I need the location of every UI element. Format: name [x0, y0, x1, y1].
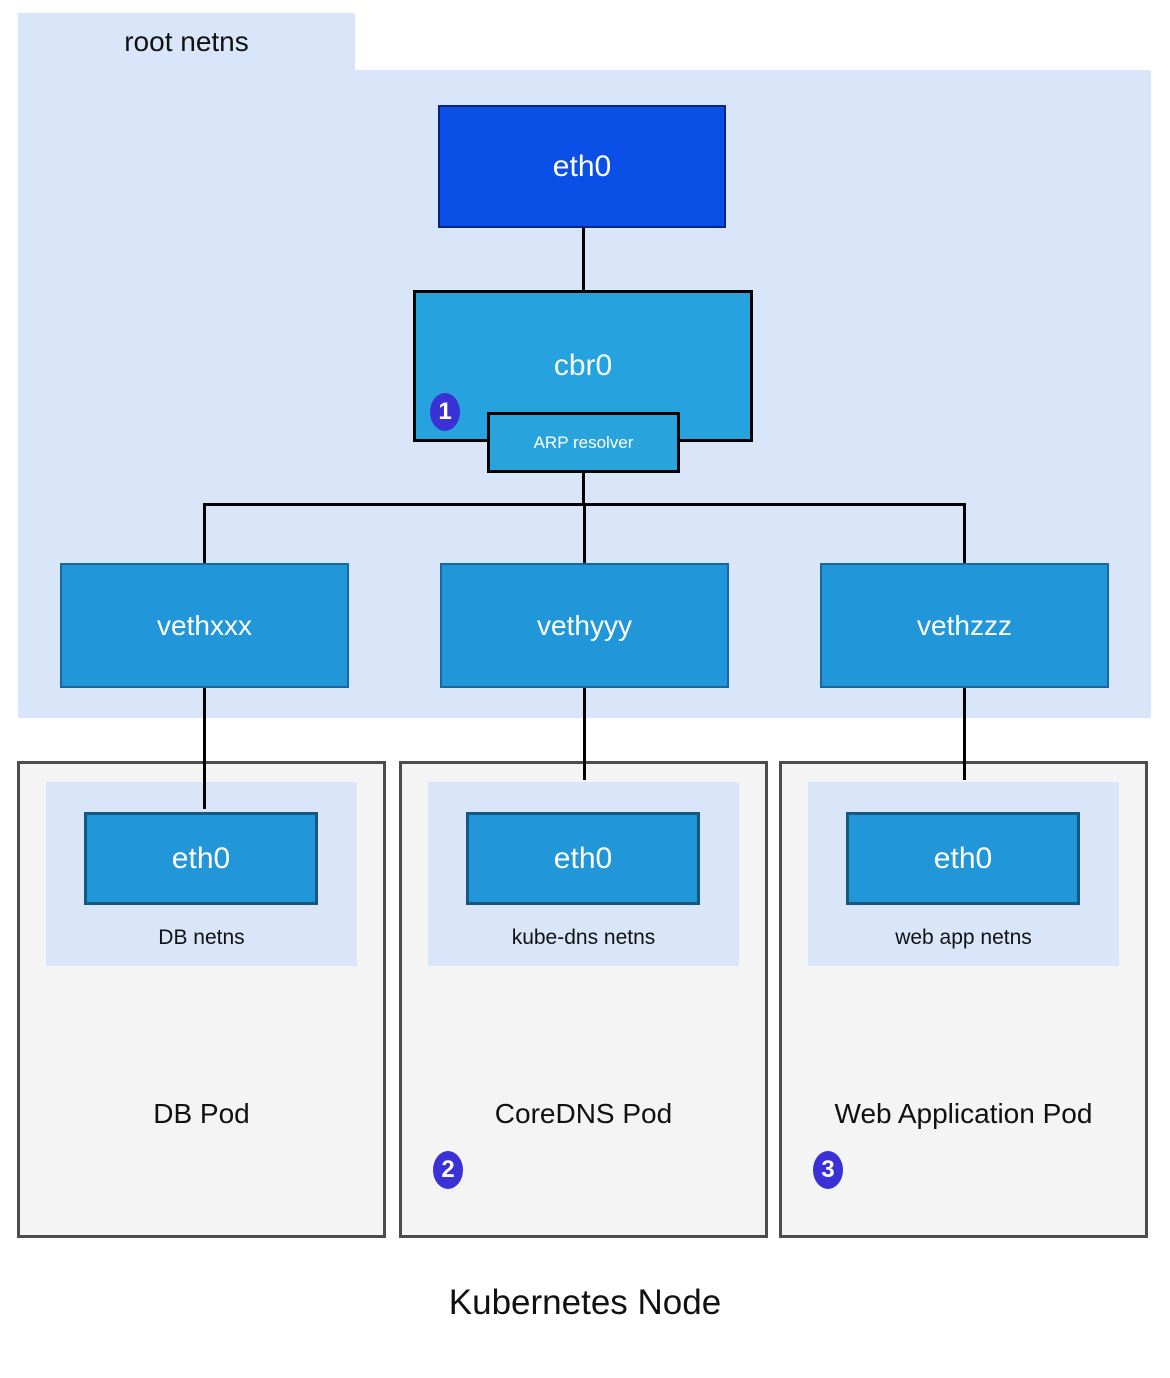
vethxxx-label: vethxxx — [157, 609, 252, 641]
root-eth0-label: eth0 — [552, 149, 612, 183]
pod-db-netns-label: DB netns — [158, 926, 245, 949]
veth-box-vethxxx: vethxxx — [60, 563, 349, 688]
diagram-title: Kubernetes Node — [448, 1283, 722, 1322]
root-netns-tab: root netns — [18, 13, 355, 70]
pod-webapp-netns-panel: eth0 web app netns — [808, 782, 1119, 966]
connector-vethxxx-to-db-pod — [203, 688, 206, 809]
step-badge-1: 1 — [430, 393, 460, 431]
pod-coredns-eth0-label: eth0 — [553, 841, 613, 875]
step-badge-1-number: 1 — [438, 398, 452, 425]
connector-bus-to-vethzzz — [963, 505, 966, 563]
connector-bus-to-vethxxx — [203, 505, 206, 563]
pod-db-eth0-label: eth0 — [171, 841, 231, 875]
pod-webapp-netns-label: web app netns — [895, 926, 1032, 949]
pod-coredns-eth0-box: eth0 — [466, 812, 700, 905]
pod-webapp-name: Web Application Pod — [834, 1098, 1093, 1129]
pod-coredns: eth0 kube-dns netns CoreDNS Pod 2 — [399, 761, 768, 1238]
pod-db-netns-panel: eth0 DB netns — [46, 782, 357, 966]
veth-box-vethyyy: vethyyy — [440, 563, 729, 688]
arp-resolver-label: ARP resolver — [533, 432, 634, 452]
step-badge-3-number: 3 — [821, 1156, 835, 1183]
pod-coredns-name: CoreDNS Pod — [494, 1098, 673, 1129]
arp-resolver-box: ARP resolver — [487, 412, 680, 473]
connector-arp-down — [582, 473, 585, 505]
veth-box-vethzzz: vethzzz — [820, 563, 1109, 688]
vethyyy-label: vethyyy — [537, 609, 632, 641]
step-badge-2: 2 — [433, 1151, 463, 1189]
step-badge-3: 3 — [813, 1151, 843, 1189]
pod-db: eth0 DB netns DB Pod — [17, 761, 386, 1238]
connector-bus-to-vethyyy — [583, 505, 586, 563]
bridge-cbr0-label: cbr0 — [553, 349, 613, 382]
connector-vethzzz-to-webapp-pod — [963, 688, 966, 780]
root-netns-label: root netns — [124, 25, 249, 57]
pod-webapp: eth0 web app netns Web Application Pod 3 — [779, 761, 1148, 1238]
root-eth0-box: eth0 — [438, 105, 726, 228]
connector-eth0-to-cbr0 — [582, 228, 585, 290]
vethzzz-label: vethzzz — [917, 609, 1012, 641]
step-badge-2-number: 2 — [441, 1156, 455, 1183]
connector-horizontal-bus — [203, 503, 966, 506]
pod-webapp-eth0-box: eth0 — [846, 812, 1080, 905]
pod-db-eth0-box: eth0 — [84, 812, 318, 905]
pod-db-name: DB Pod — [153, 1098, 250, 1129]
pod-webapp-eth0-label: eth0 — [933, 841, 993, 875]
pod-coredns-netns-label: kube-dns netns — [511, 926, 656, 949]
connector-vethyyy-to-coredns-pod — [583, 688, 586, 780]
pod-coredns-netns-panel: eth0 kube-dns netns — [428, 782, 739, 966]
